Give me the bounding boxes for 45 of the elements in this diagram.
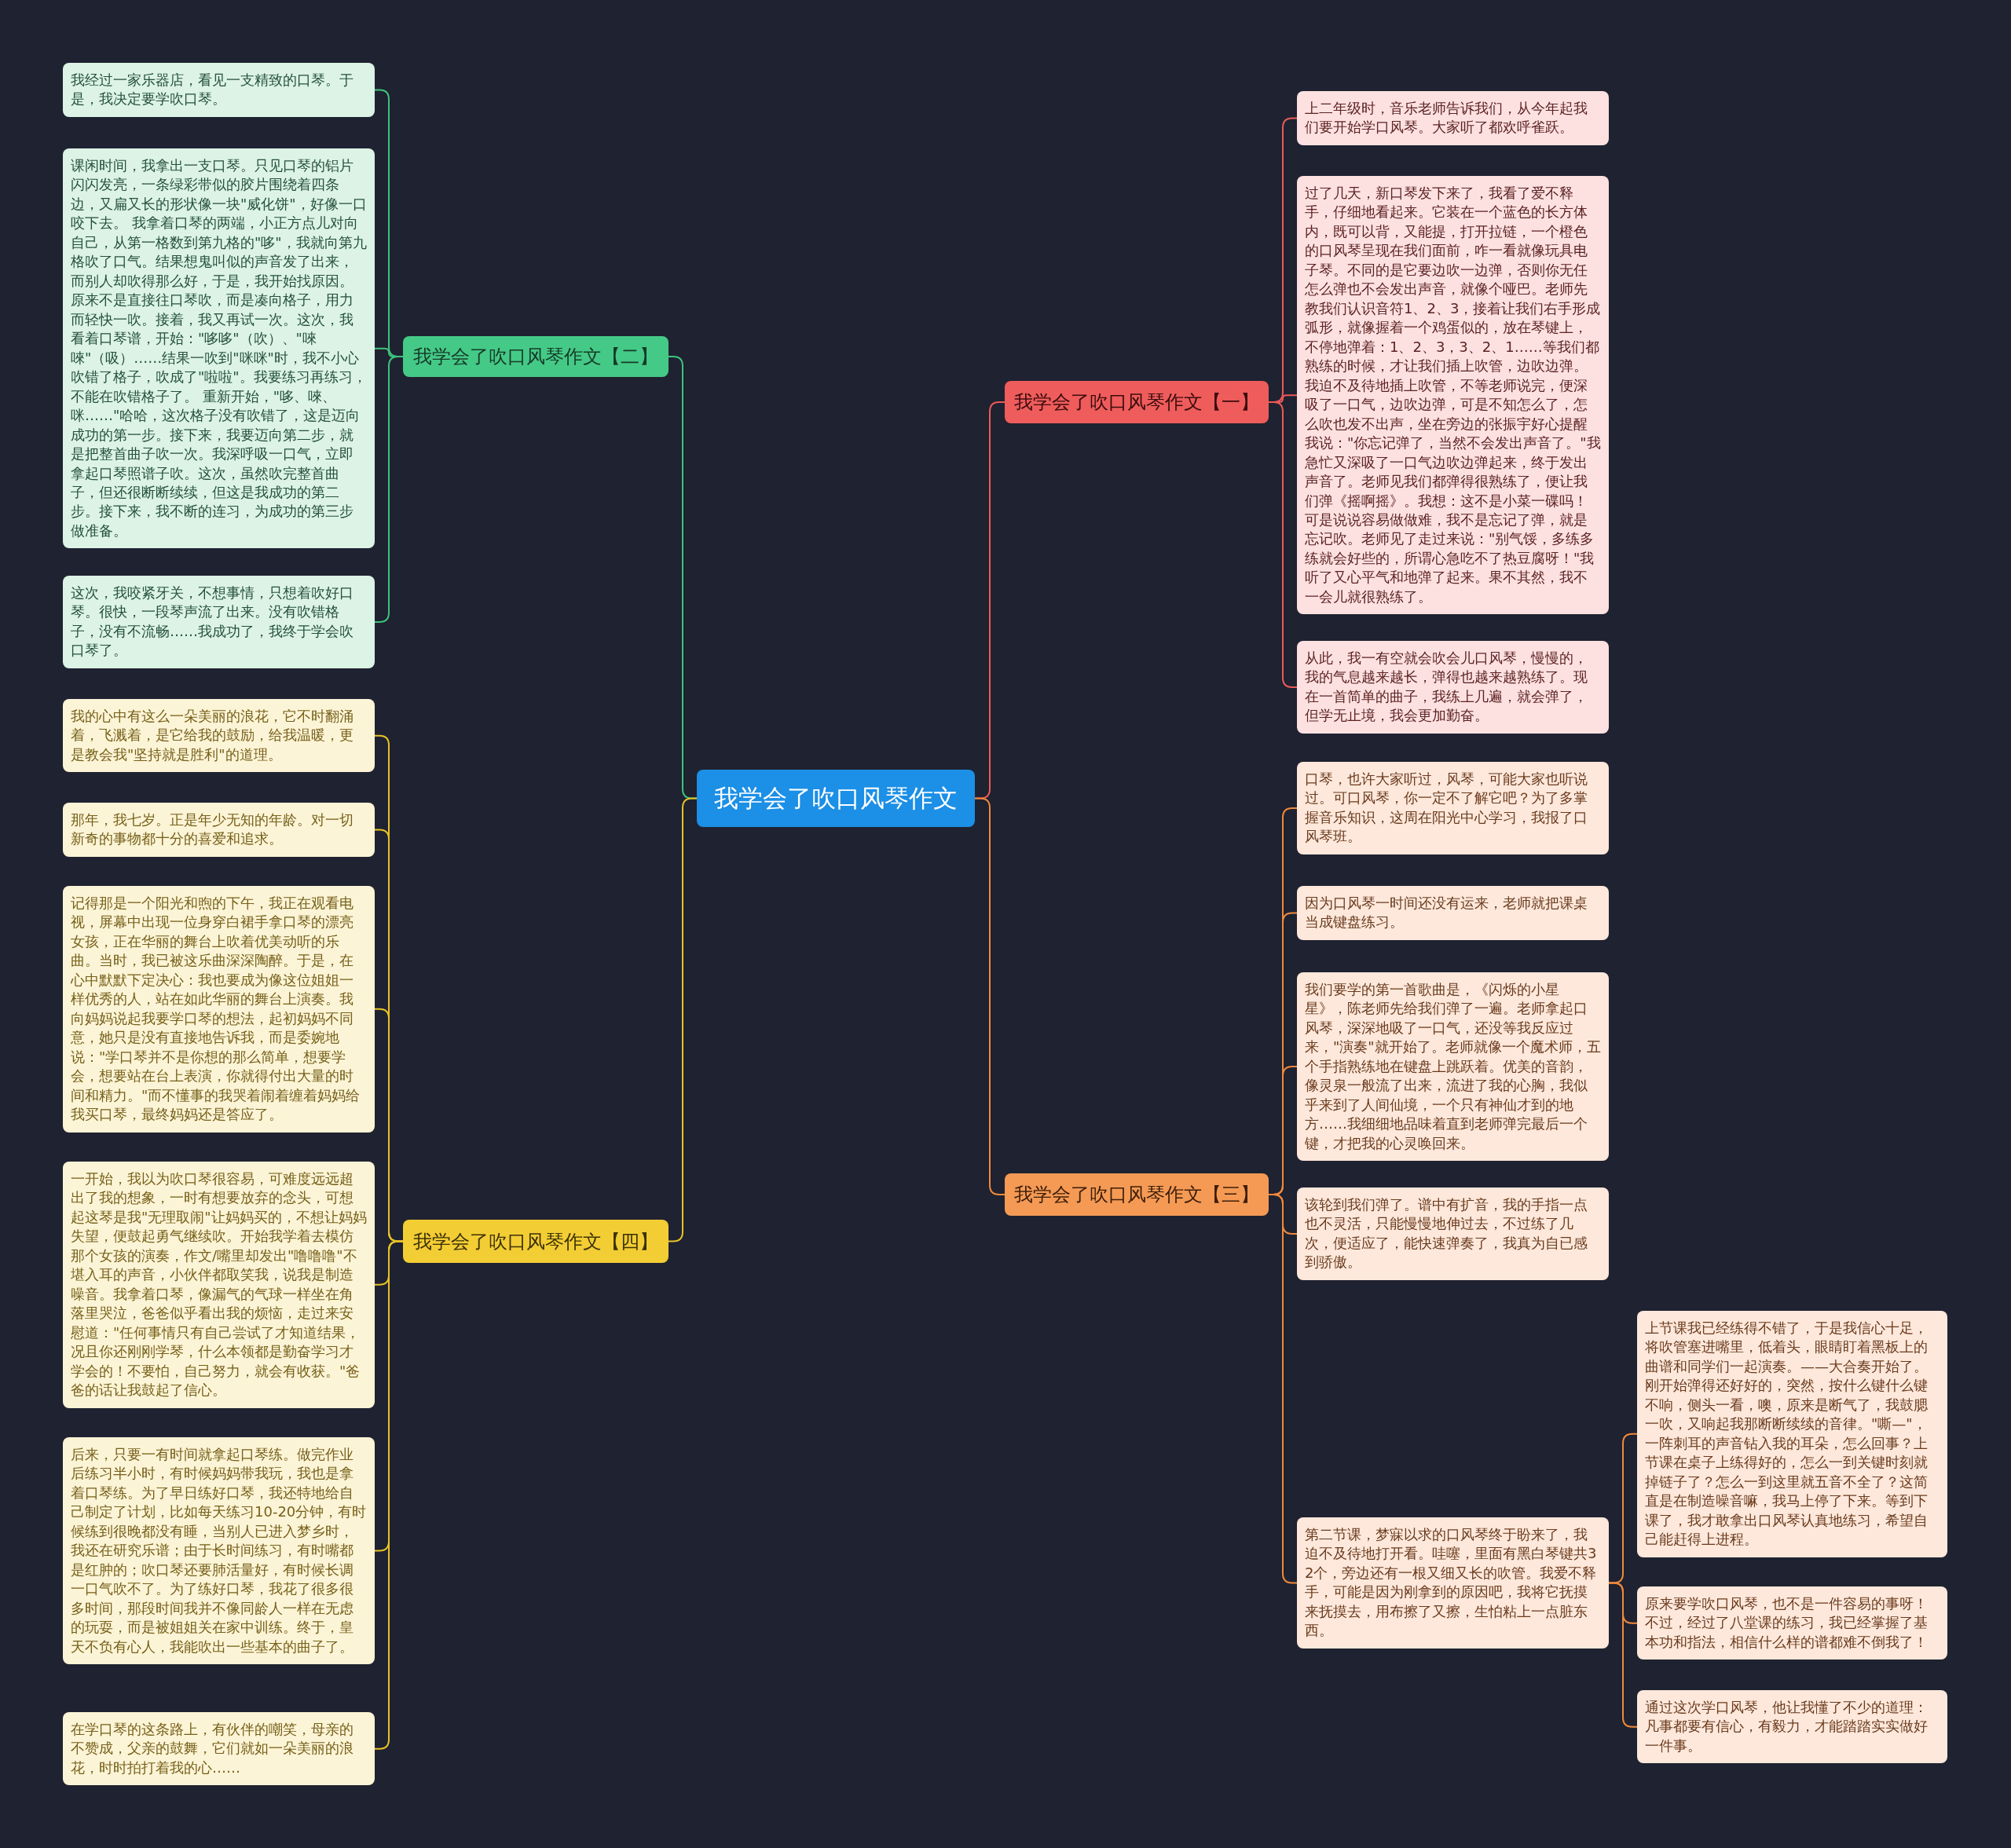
note-card [1297,1517,1609,1649]
topic-label: 我学会了吹口风琴作文【四】 [413,1229,658,1254]
note-text: 过了几天，新口琴发下来了，我看了爱不释手，仔细地看起来。它装在一个蓝色的长方体内，既可以背，又能提，打开拉链，一个橙色的口风琴呈现在我们面前，咋一看就像玩具电子琴。不同的是它要边吹一边弹，否则你无任怎么弹也不会发出声音，就像个哑巴。老师先教我们认识音符1、2、3，接着让我们右手形成弧形，就像握着一个鸡蛋似的，放在琴键上，不停地弹着：1、2、3，3、2、1……等我们都熟练的时候，才让我们插上吹管，边吹边弹。我迫不及待地插上吹管，不等老师说完，便深吸了一口气，边吹边弹，可是不知怎么了，怎么吹也发不出声，坐在旁边的张振宇好心提醒我说："你忘记弹了，当然不会发出声音了。"我急忙又深吸了一口气边吹边弹起来，终于发出声音了。老师见我们都弹得很熟练了，便让我们弹《摇啊摇》。我想：这不是小菜一碟吗！可是说说容易做做难，我不是忘记了弹，就是忘记吹。老师见了走过来说："别气馁，多练多练就会好些的，所谓心急吃不了热豆腐呀！"我听了又心平气和地弹了起来。果不其然，我不一会儿就很熟练了。 [1305,185,1601,605]
note-card [1637,1311,1947,1557]
note-card [63,1712,375,1786]
note-text: 课闲时间，我拿出一支口琴。只见口琴的铝片闪闪发亮，一条绿彩带似的胶片围绕着四条边，又扁又长的形状像一块"威化饼"，好像一口咬下去。 我拿着口琴的两端，小正方点儿对向自己，从第一格数到第九格的"哆"，我就向第九格吹了口气。结果想鬼叫似的声音发了出来，而别人却吹得那么好，于是，我开始找原因。原来不是直接往口琴吹，而是凑向格子，用力而轻快一吹。接着，我又再试一次。这次，我看着口琴谱，开始："哆哆"（吹）、"唻唻"（吸）……结果一吹到"咪咪"时，我不小心吹错了格子，吹成了"啦啦"。我要练习再练习，不能在吹错格子了。 重新开始，"哆、唻、咪……"哈哈，这次格子没有吹错了，这是迈向成功的第一步。接下来，我要迈向第二步，就是把整首曲子吹一次。我深呼吸一口气，立即拿起口琴照谱子吹。这次，虽然吹完整首曲子，但还很断断续续，但这是我成功的第二步。接下来，我不断的连习，为成功的第三步做准备。 [71,157,367,539]
note-card [63,803,375,857]
note-text: 那年，我七岁。正是年少无知的年龄。对一切新奇的事物都十分的喜爱和追求。 [71,811,353,847]
note-text: 从此，我一有空就会吹会儿口风琴，慢慢的，我的气息越来越长，弹得也越来越熟练了。现在一首简单的曲子，我练上几遍，就会弹了，但学无止境，我会更加勤奋。 [1305,650,1588,724]
branch-topic [403,1220,669,1263]
note-text: 上节课我已经练得不错了，于是我信心十足，将吹管塞进嘴里，低着头，眼睛盯着黑板上的曲谱和同学们一起演奏。——大合奏开始了。刚开始弹得还好好的，突然，按什么键什么键不响，侧头一看，噢，原来是断气了，我鼓腮一吹，又响起我那断断续续的音律。"嘶—"，一阵刺耳的声音钻入我的耳朵，怎么回事？上节课在桌子上练得好的，怎么一到关键时刻就掉链子了？怎么一到这里就五音不全了？这简直是在制造噪音嘛，我马上停了下来。等到下课了，我才敢拿出口风琴认真地练习，希望自己能赶得上进程。 [1645,1319,1928,1548]
branch-topic [403,336,669,377]
note-text: 我们要学的第一首歌曲是，《闪烁的小星星》，陈老师先给我们弹了一遍。老师拿起口风琴，深深地吸了一口气，还没等我反应过来，"演奏"就开始了。老师就像一个魔术师，五个手指熟练地在键盘上跳跃着。优美的音韵，像灵泉一般流了出来，流进了我的心胸，我似乎来到了人间仙境，一个只有神仙才到的地方……我细细地品味着直到老师弹完最后一个键，才把我的心灵唤回来。 [1305,981,1601,1151]
branch-topic [1005,381,1269,423]
note-text: 在学口琴的这条路上，有伙伴的嘲笑，母亲的不赞成，父亲的鼓舞，它们就如一朵美丽的浪花，时时拍打着我的心…… [71,1721,353,1776]
branch-topic [1005,1173,1269,1216]
note-text: 该轮到我们弹了。谱中有扩音，我的手指一点也不灵活，只能慢慢地伸过去，不过练了几次，便适应了，能快速弹奏了，我真为自已感到骄傲。 [1305,1196,1588,1271]
note-text: 上二年级时，音乐老师告诉我们，从今年起我们要开始学口风琴。大家听了都欢呼雀跃。 [1305,100,1588,136]
note-card [1297,91,1609,145]
note-text: 我的心中有这么一朵美丽的浪花，它不时翻涌着，飞溅着，是它给我的鼓励，给我温暖，更是教会我"坚持就是胜利"的道理。 [71,708,353,763]
central-topic [697,770,975,827]
note-text: 记得那是一个阳光和煦的下午，我正在观看电视，屏幕中出现一位身穿白裙手拿口琴的漂亮女孩，正在华丽的舞台上吹着优美动听的乐曲。当时，我已被这乐曲深深陶醉。于是，在心中默默下定决心：我也要成为像这位姐姐一样优秀的人，站在如此华丽的舞台上演奏。我向妈妈说起我要学口琴的想法，起初妈妈不同意，她只是没有直接地告诉我，而是委婉地说："学口琴并不是你想的那么简单，想要学会，想要站在台上表演，你就得付出大量的时间和精力。"而不懂事的我哭着闹着缠着妈妈给我买口琴，最终妈妈还是答应了。 [71,895,361,1123]
note-text: 我经过一家乐器店，看见一支精致的口琴。于是，我决定要学吹口琴。 [71,71,353,108]
topic-label: 我学会了吹口风琴作文【二】 [413,345,658,369]
note-text: 原来要学吹口风琴，也不是一件容易的事呀！不过，经过了八堂课的练习，我已经掌握了基本功和指法，相信什么样的谱都难不倒我了！ [1645,1595,1928,1650]
note-card [63,699,375,773]
topic-label: 我学会了吹口风琴作文【三】 [1014,1183,1259,1207]
note-text: 后来，只要一有时间就拿起口琴练。做完作业后练习半小时，有时候妈妈带我玩，我也是拿着口琴练。为了早日练好口琴，我还特地给自己制定了计划，比如每天练习10-20分钟，有时候练到很晚都没有睡，当别人已进入梦乡时，我还在研究乐谱；由于长时间练习，有时嘴都是红肿的；吹口琴还要肺活量好，有时候长调一口气吹不了。为了练好口琴，我花了很多很多时间，那段时间我并不像同龄人一样在无虑的玩耍，而是被姐姐关在家中训练。终于，皇天不负有心人，我能吹出一些基本的曲子了。 [71,1446,367,1655]
note-card [1297,641,1609,734]
note-text: 一开始，我以为吹口琴很容易，可难度远远超出了我的想象，一时有想要放弃的念头，可想起这琴是我"无理取闹"让妈妈买的，不想让妈妈失望，便鼓起勇气继续吹。开始我学着去模仿那个女孩的演奏，作文/嘴里却发出"噜噜噜"不堪入耳的声音，小伙伴都取笑我，说我是制造噪音。我拿着口琴，像漏气的气球一样坐在角落里哭泣，爸爸似乎看出我的烦恼，走过来安慰道："任何事情只有自己尝试了才知道结果，况且你还刚刚学琴，什么本领都是勤奋学习才学会的！不要怕，自己努力，就会有收获。"爸爸的话让我鼓起了信心。 [71,1170,367,1399]
note-text: 通过这次学口风琴，他让我懂了不少的道理：凡事都要有信心，有毅力，才能踏踏实实做好一件事。 [1645,1699,1928,1754]
topic-label: 我学会了吹口风琴作文【一】 [1014,390,1259,415]
topic-label: 我学会了吹口风琴作文 [714,782,958,814]
note-card [1297,886,1609,940]
note-text: 第二节课，梦寐以求的口风琴终于盼来了，我迫不及待地打开看。哇噻，里面有黑白琴键共32个，旁边还有一根又细又长的吹管。我爱不释手，可能是因为刚拿到的原因吧，我将它抚摸来抚摸去，用布擦了又擦，生怕粘上一点脏东西。 [1305,1526,1597,1639]
note-card [1297,762,1609,854]
note-card [1637,1690,1947,1764]
note-card [63,63,375,117]
note-text: 这次，我咬紧牙关，不想事情，只想着吹好口琴。很快，一段琴声流了出来。没有吹错格子，没有不流畅……我成功了，我终于学会吹口琴了。 [71,584,353,659]
note-text: 因为口风琴一时间还没有运来，老师就把课桌当成键盘练习。 [1305,895,1588,931]
note-text: 口琴，也许大家听过，风琴，可能大家也听说过。可口风琴，你一定不了解它吧？为了多掌握音乐知识，这周在阳光中心学习，我报了口风琴班。 [1305,770,1588,845]
note-card [1637,1586,1947,1660]
connector-line [374,356,404,623]
note-card [63,576,375,668]
note-card [1297,1187,1609,1280]
